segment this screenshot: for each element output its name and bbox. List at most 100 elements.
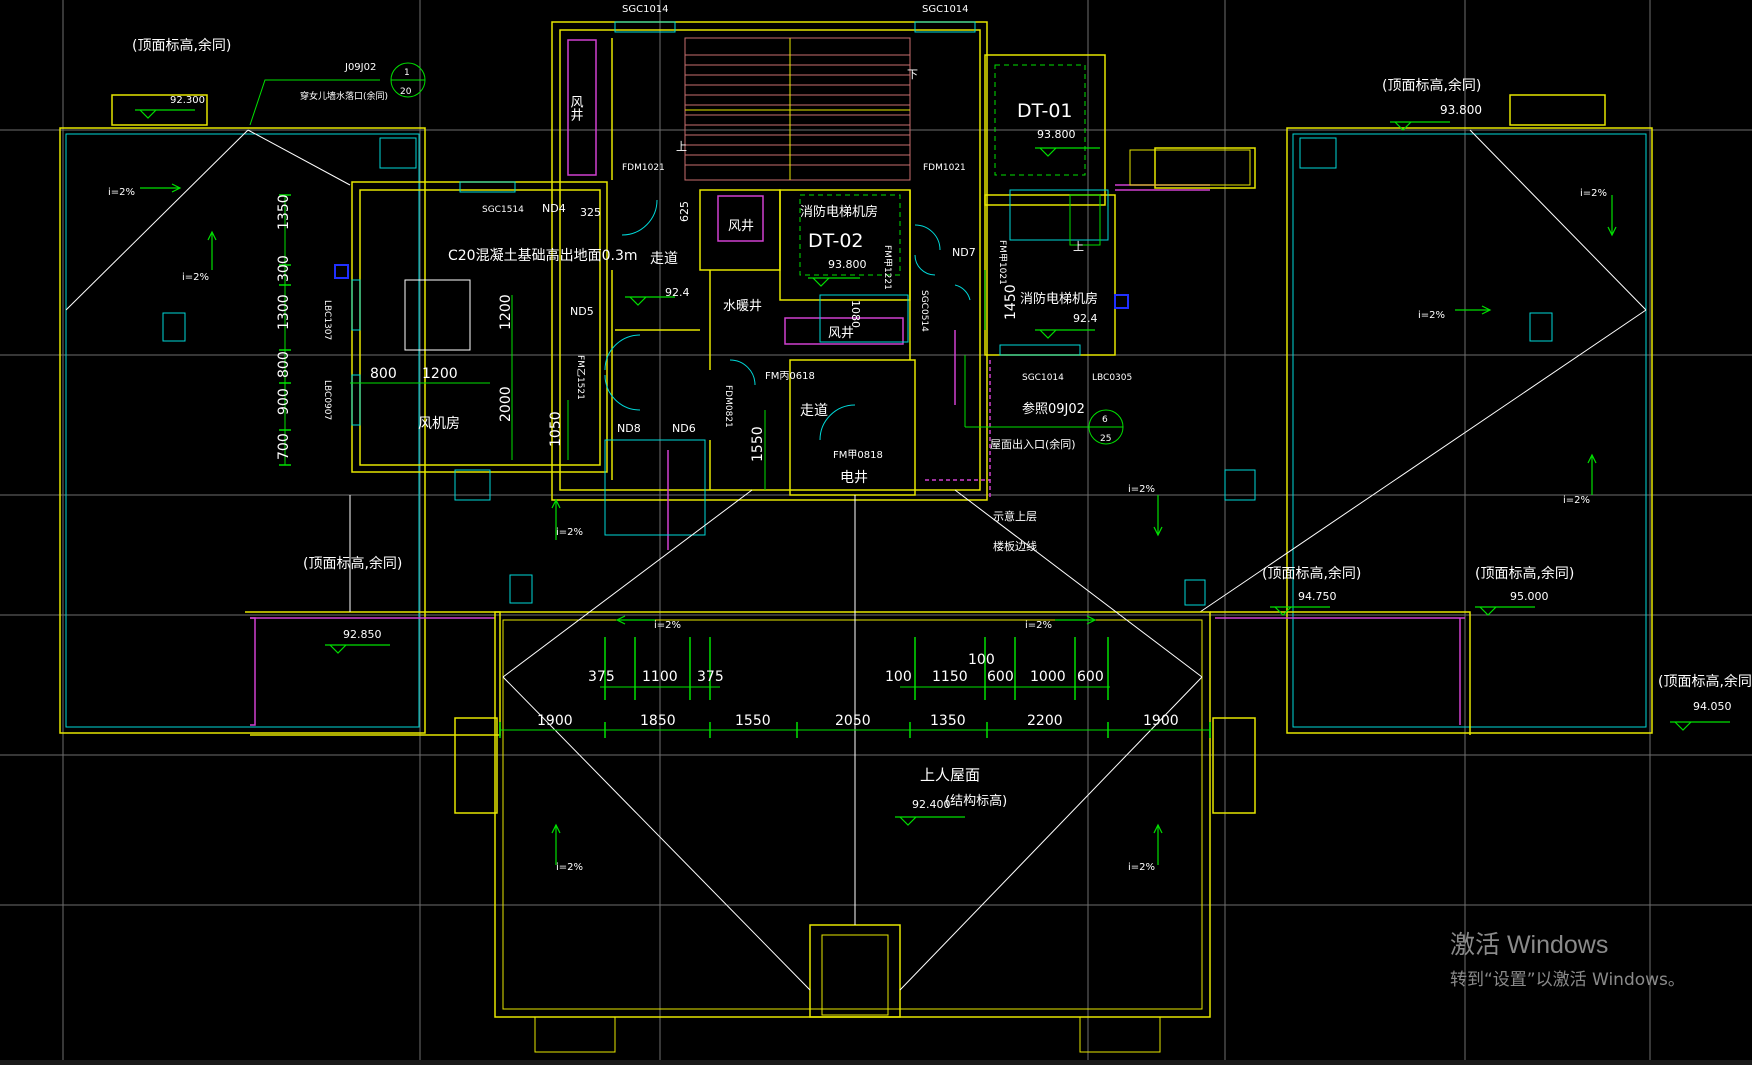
elevation-94-050: 94.050 xyxy=(1693,700,1732,713)
elevation-95-000: 95.000 xyxy=(1510,590,1549,603)
label-down: 下 xyxy=(907,68,918,81)
label-lbc1307: LBC1307 xyxy=(322,300,332,340)
label-nd5-b: ND5 xyxy=(570,305,594,318)
ref-num-bottom: 20 xyxy=(400,87,412,97)
elevation-92-4-b: 92.4 xyxy=(1073,312,1098,325)
roof-note-mid-right-2: (顶面标高,余同) xyxy=(1475,565,1574,582)
label-dim-625: 625 xyxy=(678,201,691,222)
elevation-markers xyxy=(135,109,1730,826)
dim-2000: 2000 xyxy=(498,386,514,422)
label-fm-1521: FM乙1521 xyxy=(575,355,586,400)
label-sgc-top-left: SGC1014 xyxy=(622,4,669,15)
label-dt01: DT-01 xyxy=(1017,100,1073,122)
label-sgc-top-right: SGC1014 xyxy=(922,4,969,15)
dim-row1-1150: 1150 xyxy=(932,669,968,685)
label-dt02: DT-02 xyxy=(808,230,864,252)
blue-markers xyxy=(334,264,1129,309)
roof-note-top-left: (顶面标高,余同) xyxy=(132,37,231,54)
label-fdm1021-left: FDM1021 xyxy=(622,163,665,173)
dim-1200: 1200 xyxy=(422,366,458,382)
slope-label-8: i=2% xyxy=(654,620,681,631)
dim-1050: 1050 xyxy=(548,411,564,447)
dimension-ticks xyxy=(279,194,1211,738)
label-fdm1021-right: FDM1021 xyxy=(923,163,966,173)
elevation-94-750: 94.750 xyxy=(1298,590,1337,603)
dim-row2-1850: 1850 xyxy=(640,713,676,729)
label-nd7: ND7 xyxy=(952,246,976,259)
label-corridor-1: 走道 xyxy=(650,251,678,267)
dim-row2-2200: 2200 xyxy=(1027,713,1063,729)
bottom-roof xyxy=(454,489,1256,1053)
slope-label-7: i=2% xyxy=(556,527,583,538)
slope-label-9: i=2% xyxy=(1025,620,1052,631)
roof-note-mid-left: (顶面标高,余同) xyxy=(303,555,402,572)
label-ref-09j02-b: 参照09J02 xyxy=(1022,401,1085,417)
label-fengjing-1: 风井 xyxy=(568,95,584,122)
label-dim-325: 325 xyxy=(580,206,601,219)
label-fengjing-2: 风井 xyxy=(728,219,754,234)
ref-drawing-09j02: J09J02 xyxy=(344,62,376,73)
slope-label-11: i=2% xyxy=(1128,862,1155,873)
ref-b-num-top: 6 xyxy=(1102,415,1108,425)
label-electrical-shaft: 电井 xyxy=(840,470,868,486)
dim-left-300: 300 xyxy=(276,255,292,282)
label-corridor-2: 走道 xyxy=(800,403,828,419)
label-fm-0618: FM丙0618 xyxy=(765,371,815,382)
dim-row1-1000: 1000 xyxy=(1030,669,1066,685)
dim-left-1350: 1350 xyxy=(276,194,292,230)
label-sgc1014-b: SGC1014 xyxy=(1022,373,1064,383)
dim-left-700: 700 xyxy=(276,433,292,460)
slope-label-5: i=2% xyxy=(1128,484,1155,495)
cyan-details xyxy=(351,21,1251,604)
dim-row2-1900b: 1900 xyxy=(1143,713,1179,729)
dim-row1-375a: 375 xyxy=(588,669,615,685)
dim-row1-100: 100 xyxy=(885,669,912,685)
label-fan-room: 风机房 xyxy=(418,416,460,432)
dim-1550: 1550 xyxy=(750,426,766,462)
elevation-dt02: 93.800 xyxy=(828,258,867,271)
reference-callouts xyxy=(249,62,1124,445)
dim-1450: 1450 xyxy=(1003,284,1019,320)
shafts xyxy=(567,39,991,550)
label-water-heating-shaft: 水暖井 xyxy=(723,299,762,314)
stair xyxy=(684,37,911,181)
label-nd8: ND8 xyxy=(617,422,641,435)
roof-note-mid-right-1: (顶面标高,余同) xyxy=(1262,565,1361,582)
dim-row1-1100: 1100 xyxy=(642,669,678,685)
dim-left-800: 800 xyxy=(276,351,292,378)
dim-100-top: 100 xyxy=(968,652,995,668)
label-up-2: 上 xyxy=(1073,240,1084,253)
bottom-strip xyxy=(0,1060,1752,1065)
slope-label-6: i=2% xyxy=(1563,495,1590,506)
label-lbc0305: LBC0305 xyxy=(1092,373,1132,383)
label-sgc1514: SGC1514 xyxy=(482,205,524,215)
dim-row2-1900a: 1900 xyxy=(537,713,573,729)
ref-num-top: 1 xyxy=(404,68,410,78)
label-sgc0514: SGC0514 xyxy=(919,290,929,332)
elevation-92-4-a: 92.4 xyxy=(665,286,690,299)
drawing-labels: SGC1014 SGC1014 (顶面标高,余同) (顶面标高,余同) (顶面标… xyxy=(108,4,1752,873)
elevation-dt01: 93.800 xyxy=(1037,128,1076,141)
dimension-labels: 1350 300 1300 800 900 700 800 1200 1200 … xyxy=(276,194,1179,729)
dim-row2-2050: 2050 xyxy=(835,713,871,729)
label-stair-note-2: 楼板边线 xyxy=(993,539,1037,553)
dim-left-900: 900 xyxy=(276,388,292,415)
dim-1200-vertical: 1200 xyxy=(498,294,514,330)
dim-row1-375b: 375 xyxy=(697,669,724,685)
label-fdm0821: FDM0821 xyxy=(723,385,733,428)
label-fm-1021: FM甲1021 xyxy=(997,240,1008,285)
dim-row2-1550: 1550 xyxy=(735,713,771,729)
left-roof-wing xyxy=(59,94,501,736)
label-fengjing-3: 风井 xyxy=(828,326,854,341)
slope-label-10: i=2% xyxy=(556,862,583,873)
elevation-92-850: 92.850 xyxy=(343,628,382,641)
label-roof-exit-note: 屋面出入口(余同) xyxy=(990,437,1076,451)
slope-label-2: i=2% xyxy=(182,272,209,283)
label-nd4: ND4 xyxy=(542,202,566,215)
dim-row2-1350: 1350 xyxy=(930,713,966,729)
label-nd6: ND6 xyxy=(672,422,696,435)
label-fm-1221: FM甲1221 xyxy=(882,245,893,290)
